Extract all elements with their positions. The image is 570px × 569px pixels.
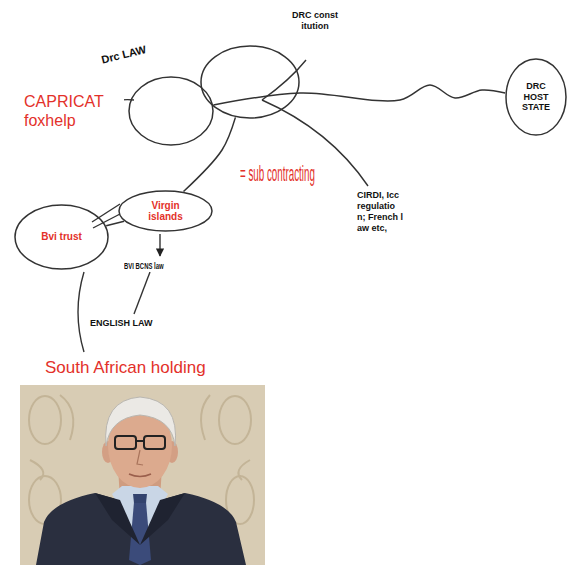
law-note: CIRDI, Icc regulation; French law etc, (357, 190, 403, 234)
note-label: = sub contracting (240, 160, 315, 186)
trust-ellipse: Bvi trust (14, 204, 109, 270)
ellipse-shape (15, 205, 108, 269)
law-label: BVI BCNS law (124, 261, 164, 272)
ellipse-shape (506, 59, 566, 135)
law-ellipse: DRC constitution (200, 45, 300, 119)
portrait-photo (20, 385, 265, 565)
leader-line (134, 272, 150, 314)
connector-line (213, 85, 505, 105)
node-text: Bvi trust (32, 231, 92, 243)
connector-line (106, 221, 124, 225)
node-text: Virgin islands (136, 200, 196, 223)
jurisdiction-ellipse: Virgin islands (118, 190, 213, 232)
node-text: DRC constitution (292, 10, 338, 31)
holding-label: South African holding (45, 358, 206, 378)
node-text: Drc LAW (100, 43, 148, 66)
leader-line (78, 272, 84, 352)
ellipse-shape (129, 77, 213, 145)
connector-line (184, 117, 236, 191)
ellipse-outline (200, 45, 300, 119)
state-ellipse: DRC HOST STATE (505, 58, 567, 136)
law-label: ENGLISH LAW (90, 318, 153, 329)
ellipse-shape (201, 46, 299, 118)
ellipse-shape (119, 191, 212, 231)
leader-line (92, 204, 120, 222)
arrow-line (159, 234, 160, 256)
company-label: CAPRICAT foxhelp (24, 92, 124, 130)
node-text: DRC HOST STATE (518, 81, 554, 113)
